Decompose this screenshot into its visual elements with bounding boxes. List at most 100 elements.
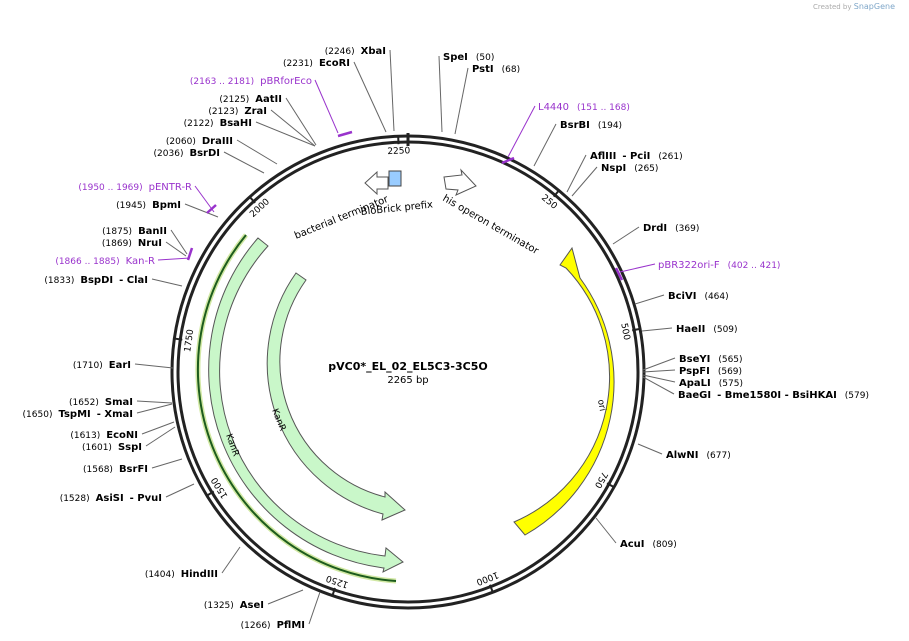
site-nrui[interactable]: (1869)NruI [102, 238, 162, 249]
tick-label-2250: 2250 [387, 146, 411, 157]
site-leader-SspI [145, 426, 176, 447]
site-leader-NruI [165, 241, 187, 257]
site-zrai[interactable]: (2123)ZraI [208, 106, 267, 117]
site-pflmi[interactable]: (1266)PflMI [241, 620, 305, 631]
bacterial-terminator-feature[interactable] [364, 170, 389, 196]
site-tspmi[interactable]: (1650)TspMI- XmaI [23, 409, 133, 420]
site-sspi[interactable]: (1601)SspI [82, 442, 142, 453]
primer-l4440[interactable]: L4440(151 .. 168) [538, 102, 630, 113]
site-hindiii[interactable]: (1404)HindIII [145, 569, 218, 580]
site-leader-SpeI [438, 55, 443, 133]
tick-750 [606, 482, 616, 489]
site-leader-XbaI [389, 49, 395, 132]
primer-kan-r[interactable]: (1866 .. 1885)Kan-R [55, 256, 155, 267]
site-leader-PflMI [308, 591, 321, 625]
credit-prefix: Created by [813, 3, 852, 11]
site-bseyi[interactable]: BseYI(565) [679, 354, 743, 365]
kanr-feature-orf [196, 234, 397, 582]
site-leader-BsrDI [223, 151, 265, 174]
tick-label-1750: 1750 [183, 328, 196, 352]
his-operon-terminator-feature[interactable] [443, 168, 477, 196]
primer-pbrforeco[interactable]: (2163 .. 2181)pBRforEco [190, 76, 312, 87]
site-leader-BsaHI [255, 121, 316, 147]
site-labels: SpeI(50)PstI(68) BsrBI(194) AflIII- PciI(2… [23, 46, 869, 631]
snapgene-logo: SnapGene [853, 2, 895, 11]
site-bsrfi[interactable]: (1568)BsrFI [83, 464, 148, 475]
snapgene-credit: Created by SnapGene [813, 2, 895, 11]
biobrick-prefix-feature[interactable] [388, 170, 402, 187]
site-psti[interactable]: PstI(68) [472, 64, 520, 75]
tick-1750 [173, 337, 183, 341]
site-baegi[interactable]: BaeGI- Bme1580I - BsiHKAI(579) [678, 390, 869, 401]
site-spei[interactable]: SpeI(50) [443, 52, 494, 63]
site-leader-AcuI [595, 517, 617, 544]
site-bspdi[interactable]: (1833)BspDI- ClaI [44, 275, 148, 286]
site-drdi[interactable]: DrdI(369) [643, 223, 699, 234]
site-leader-EarI [134, 363, 174, 369]
primer-mark-pBRforEco [337, 130, 353, 138]
site-leader-DraIII [236, 139, 278, 165]
site-econi[interactable]: (1613)EcoNI [70, 430, 138, 441]
site-leader-HindIII [221, 546, 241, 574]
site-leader-EcoNI [141, 421, 175, 435]
site-leader-AseI [267, 589, 304, 605]
bacterial-terminator-label: bacterial terminator [293, 194, 391, 242]
plasmid-name: pVC0*_EL_02_EL5C3-3C5O [328, 360, 487, 373]
site-pspfi[interactable]: PspFI(569) [679, 366, 742, 377]
site-leader-AlwNI [637, 443, 663, 455]
site-leader-BciVI [634, 294, 665, 305]
tick-label-500: 500 [618, 322, 631, 341]
primer-leader-L4440 [507, 105, 536, 158]
site-bpmi[interactable]: (1945)BpmI [116, 200, 181, 211]
kanr-feature-2[interactable] [266, 272, 406, 521]
site-bcivi[interactable]: BciVI(464) [668, 291, 729, 302]
site-apali[interactable]: ApaLI(575) [679, 378, 743, 389]
site-bsahi[interactable]: (2122)BsaHI [184, 118, 252, 129]
site-banii[interactable]: (1875)BanII [102, 226, 167, 237]
tick-1250 [331, 587, 336, 597]
site-afliii[interactable]: AflIII- PciI(261) [590, 151, 683, 162]
site-bsrbi[interactable]: BsrBI(194) [560, 120, 622, 131]
site-leader-BspDI [151, 278, 183, 287]
site-smai[interactable]: (1652)SmaI [69, 397, 133, 408]
site-draiii[interactable]: (2060)DraIII [166, 136, 233, 147]
primer-leader-Kan-R [157, 257, 191, 261]
primer-leader-pBRforEco [314, 79, 339, 134]
site-leader-BsrFI [151, 458, 183, 469]
site-leader-lines [134, 49, 676, 625]
tick-2000 [248, 195, 256, 204]
his-operon-terminator-label: his operon terminator [441, 193, 541, 257]
site-leader-PspFI [642, 369, 676, 373]
primer-markers [157, 79, 656, 281]
site-leader-BanII [170, 229, 188, 255]
site-nspi[interactable]: NspI(265) [601, 163, 658, 174]
primer-leader-pBR322ori-F [619, 263, 656, 273]
site-haeii[interactable]: HaeII(509) [676, 324, 738, 335]
site-leader-BseYI [642, 357, 676, 371]
site-asisi[interactable]: (1528)AsiSI- PvuI [60, 493, 162, 504]
site-leader-TspMI [136, 403, 173, 414]
site-eari[interactable]: (1710)EarI [73, 360, 131, 371]
site-leader-AflIII [566, 154, 587, 193]
site-aatii[interactable]: (2125)AatII [219, 94, 282, 105]
site-leader-AatII [285, 97, 317, 146]
site-alwni[interactable]: AlwNI(677) [666, 450, 731, 461]
site-leader-PstI [454, 67, 469, 135]
site-leader-DrdI [612, 226, 640, 245]
site-xbai[interactable]: (2246)XbaI [325, 46, 386, 57]
ori-label: ori [595, 399, 607, 412]
site-acui[interactable]: AcuI(809) [620, 539, 677, 550]
kanr-feature-1[interactable] [208, 237, 404, 573]
primer-mark-pBR322ori-F [614, 267, 624, 281]
site-leader-AsiSI [165, 483, 195, 498]
primer-pbr322ori-f[interactable]: pBR322ori-F(402 .. 421) [658, 260, 780, 271]
site-ecori[interactable]: (2231)EcoRI [283, 58, 350, 69]
primer-leader-pENTR-R [194, 185, 215, 213]
tick-1500 [205, 490, 215, 497]
ori-feature[interactable] [513, 246, 615, 536]
site-bsrdi[interactable]: (2036)BsrDI [154, 148, 220, 159]
site-leader-ZraI [270, 109, 316, 147]
primer-pentr-r[interactable]: (1950 .. 1969)pENTR-R [78, 182, 192, 193]
site-asei[interactable]: (1325)AseI [204, 600, 264, 611]
